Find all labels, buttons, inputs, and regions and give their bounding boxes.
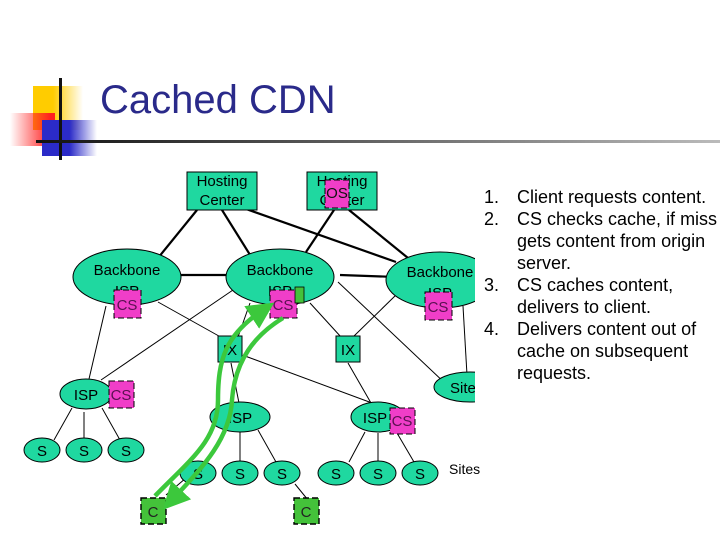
site-label: S — [121, 443, 131, 460]
sites-node-label: Sites — [450, 380, 483, 397]
site-node: S — [401, 460, 439, 486]
isp-label: ISP — [228, 410, 252, 427]
logo-blue-square — [42, 120, 97, 156]
link-bb1-ix1 — [157, 301, 227, 341]
site-node: S — [65, 437, 103, 463]
link-isp3-s6 — [348, 431, 366, 463]
exchange-label: IX — [341, 342, 355, 359]
step-item: 1. Client requests content. — [484, 186, 720, 208]
link-isp1-s1 — [53, 407, 73, 441]
link-ix1-isp3 — [244, 355, 373, 404]
sites-node: Sites — [433, 371, 483, 403]
link-hc1-bb1 — [157, 209, 198, 259]
hosting-center-label: Center — [199, 192, 244, 209]
backbone-label: Backbone — [407, 264, 474, 281]
backbone-links — [157, 207, 409, 279]
site-node: S — [221, 460, 259, 486]
site-node: S — [263, 460, 301, 486]
link-bb2-ix2 — [309, 302, 342, 338]
title-underline — [36, 140, 720, 143]
backbone-label: Backbone — [94, 262, 161, 279]
link-bb2-site — [337, 281, 449, 387]
site-node: S — [107, 437, 145, 463]
isp-1: ISP CS — [59, 378, 135, 410]
request-arrow — [153, 302, 275, 498]
site-label: S — [373, 466, 383, 483]
isp-3: ISP CS — [350, 401, 416, 435]
hosting-center-1: Hosting Center — [186, 171, 258, 211]
response-arrow — [162, 316, 285, 510]
client-label: C — [148, 504, 159, 521]
site-label: S — [331, 466, 341, 483]
cache-server-label: CS — [428, 299, 449, 316]
step-item: 2. CS checks cache, if miss gets content … — [484, 208, 720, 274]
site-label: S — [415, 466, 425, 483]
cache-server-label: CS — [273, 297, 294, 314]
backbone-isp-3: Backbone ISP CS — [385, 251, 475, 321]
link-bb3-site — [462, 305, 468, 376]
backbone-isp-2: Backbone ISP CS — [225, 248, 335, 319]
slide-title: Cached CDN — [100, 78, 336, 122]
cache-server: CS — [269, 289, 298, 319]
cache-server: CS — [113, 289, 142, 319]
link-isp2-s5 — [257, 429, 277, 463]
site-label: S — [235, 466, 245, 483]
client-label: C — [301, 504, 312, 521]
isp-label: ISP — [74, 387, 98, 404]
step-text: CS caches content, delivers to client. — [517, 275, 674, 317]
logo-vertical-bar — [59, 78, 62, 160]
hosting-center-label: Hosting — [197, 173, 248, 190]
backbone-label: Backbone — [247, 262, 314, 279]
origin-server: OS — [324, 179, 350, 209]
link-hc2-bb3 — [348, 209, 409, 259]
site-nodes: S S S S S S S S S — [23, 437, 439, 486]
step-text: Delivers content out of cache on subsequ… — [517, 319, 697, 383]
step-number: 4. — [484, 319, 500, 339]
cache-server-label: CS — [111, 387, 132, 404]
link-isp3-s8 — [396, 432, 415, 463]
link-hc1-bb2 — [221, 209, 253, 259]
cache-server: CS — [424, 291, 453, 321]
origin-server-label: OS — [326, 185, 348, 202]
hosting-center-2: Hosting Center OS — [306, 171, 378, 211]
step-item: 3. CS caches content, delivers to client. — [484, 274, 720, 318]
step-number: 1. — [484, 187, 500, 207]
site-node: S — [317, 460, 355, 486]
steps-list: 1. Client requests content. 2. CS checks c… — [484, 186, 720, 384]
isp-label: ISP — [363, 410, 387, 427]
client-2: C — [293, 497, 320, 525]
link-bb2-isp1 — [100, 289, 234, 381]
cache-server: CS — [108, 380, 135, 409]
cache-server-label: CS — [392, 413, 413, 430]
cached-content-block — [294, 286, 305, 304]
site-label: S — [277, 466, 287, 483]
link-hc2-bb2 — [305, 209, 335, 253]
sites-caption: Sites — [449, 461, 480, 477]
step-number: 2. — [484, 209, 500, 229]
step-text: CS checks cache, if miss gets content fr… — [517, 209, 718, 273]
client-1: C — [140, 497, 167, 525]
site-node: S — [359, 460, 397, 486]
step-number: 3. — [484, 275, 500, 295]
backbone-isp-1: Backbone ISP CS — [72, 248, 182, 319]
link-ix2-isp3 — [347, 362, 372, 404]
site-label: S — [79, 443, 89, 460]
link-bb3-ix2 — [352, 293, 398, 338]
cache-server-label: CS — [117, 297, 138, 314]
exchange-point-2: IX — [335, 335, 361, 363]
cache-server: CS — [389, 407, 416, 435]
link-hc1-bb3 — [245, 207, 397, 264]
step-item: 4. Delivers content out of cache on subse… — [484, 318, 720, 384]
step-text: Client requests content. — [517, 187, 707, 207]
site-label: S — [37, 443, 47, 460]
link-isp1-s3 — [101, 407, 121, 441]
link-bb1-isp1 — [88, 305, 107, 380]
site-node: S — [23, 437, 61, 463]
